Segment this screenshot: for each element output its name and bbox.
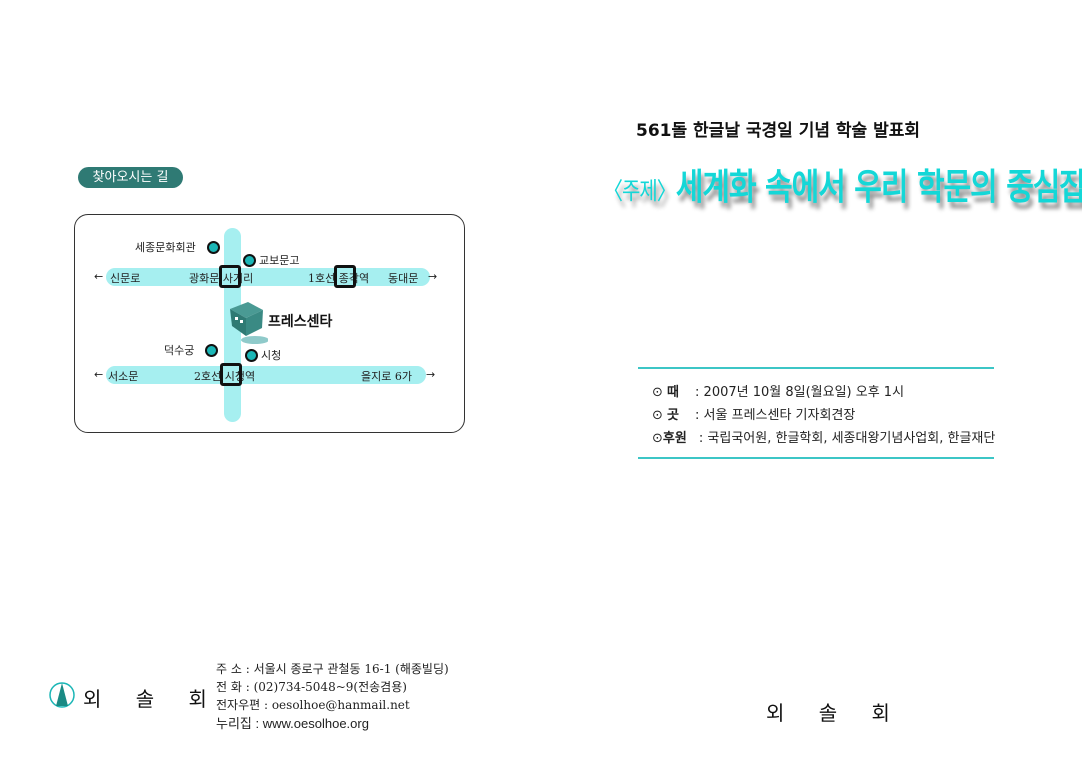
label-deoksugung: 덕수궁 (164, 344, 195, 357)
label-dongdaemun: 동대문 (388, 272, 419, 285)
arrow-left-icon: ← (94, 368, 104, 381)
label-kyobo: 교보문고 (259, 254, 300, 267)
directions-badge: 찾아오시는 길 (78, 167, 183, 188)
arrow-left-icon: ← (94, 270, 104, 283)
bottom-road (106, 366, 426, 384)
landmark-dot (245, 349, 258, 362)
detail-label: 후원 (662, 431, 687, 446)
arrow-right-icon: → (426, 368, 436, 381)
label-seosomun: 서소문 (108, 370, 139, 383)
bullet-icon: ⊙ (652, 385, 663, 400)
label-press-center: 프레스센타 (268, 314, 333, 330)
contact-phone: 전 화 : (02)734-5048~9(전송겸용) (216, 680, 407, 694)
divider-bottom (638, 457, 994, 459)
bullet-icon: ⊙ (652, 431, 663, 446)
detail-value: : 2007년 10월 8일(월요일) 오후 1시 (695, 385, 905, 400)
divider-top (638, 367, 994, 369)
landmark-dot (243, 254, 256, 267)
station-marker-cityhall (220, 363, 242, 386)
press-center-cube-icon (230, 302, 268, 344)
label-euljiro: 을지로 6가 (361, 370, 412, 383)
oesolhoe-logo-icon (49, 682, 75, 708)
station-marker-jonggak (334, 265, 356, 288)
org-name-left: 외 솔 회 (83, 687, 221, 711)
landmark-dot (207, 241, 220, 254)
event-title: 561돌 한글날 국경일 기념 학술 발표회 (636, 121, 921, 141)
detail-time: ⊙ 때 : 2007년 10월 8일(월요일) 오후 1시 (652, 381, 904, 400)
detail-label: 곳 (667, 408, 680, 423)
contact-email[interactable]: 전자우편 : oesolhoe@hanmail.net (216, 698, 410, 712)
contact-website[interactable]: 누리집 : www.oesolhoe.org (216, 716, 369, 731)
detail-label: 때 (667, 385, 680, 400)
station-marker-gwanghwamun (219, 265, 241, 288)
theme-prefix: 〈주제〉 (603, 176, 677, 205)
label-cityhall: 시청 (261, 349, 282, 362)
location-map (74, 214, 465, 433)
top-road (106, 268, 430, 286)
detail-value: : 서울 프레스센타 기자회견장 (695, 408, 856, 423)
landmark-dot (205, 344, 218, 357)
arrow-right-icon: → (428, 270, 438, 283)
label-sejong: 세종문화회관 (135, 241, 196, 254)
bullet-icon: ⊙ (652, 408, 663, 423)
detail-value: : 국립국어원, 한글학회, 세종대왕기념사업회, 한글재단 (698, 431, 996, 446)
detail-place: ⊙ 곳 : 서울 프레스센타 기자회견장 (652, 404, 855, 423)
org-name-right: 외 솔 회 (766, 701, 904, 725)
detail-sponsor: ⊙후원 : 국립국어원, 한글학회, 세종대왕기념사업회, 한글재단 (652, 427, 995, 446)
contact-address: 주 소 : 서울시 종로구 관철동 16-1 (해종빌딩) (216, 662, 449, 676)
label-sinmunro: 신문로 (110, 272, 141, 285)
theme-text: 세계화 속에서 우리 학문의 중심잡기 (675, 166, 1082, 209)
event-theme: 〈주제〉세계화 속에서 우리 학문의 중심잡기 (603, 157, 1082, 210)
